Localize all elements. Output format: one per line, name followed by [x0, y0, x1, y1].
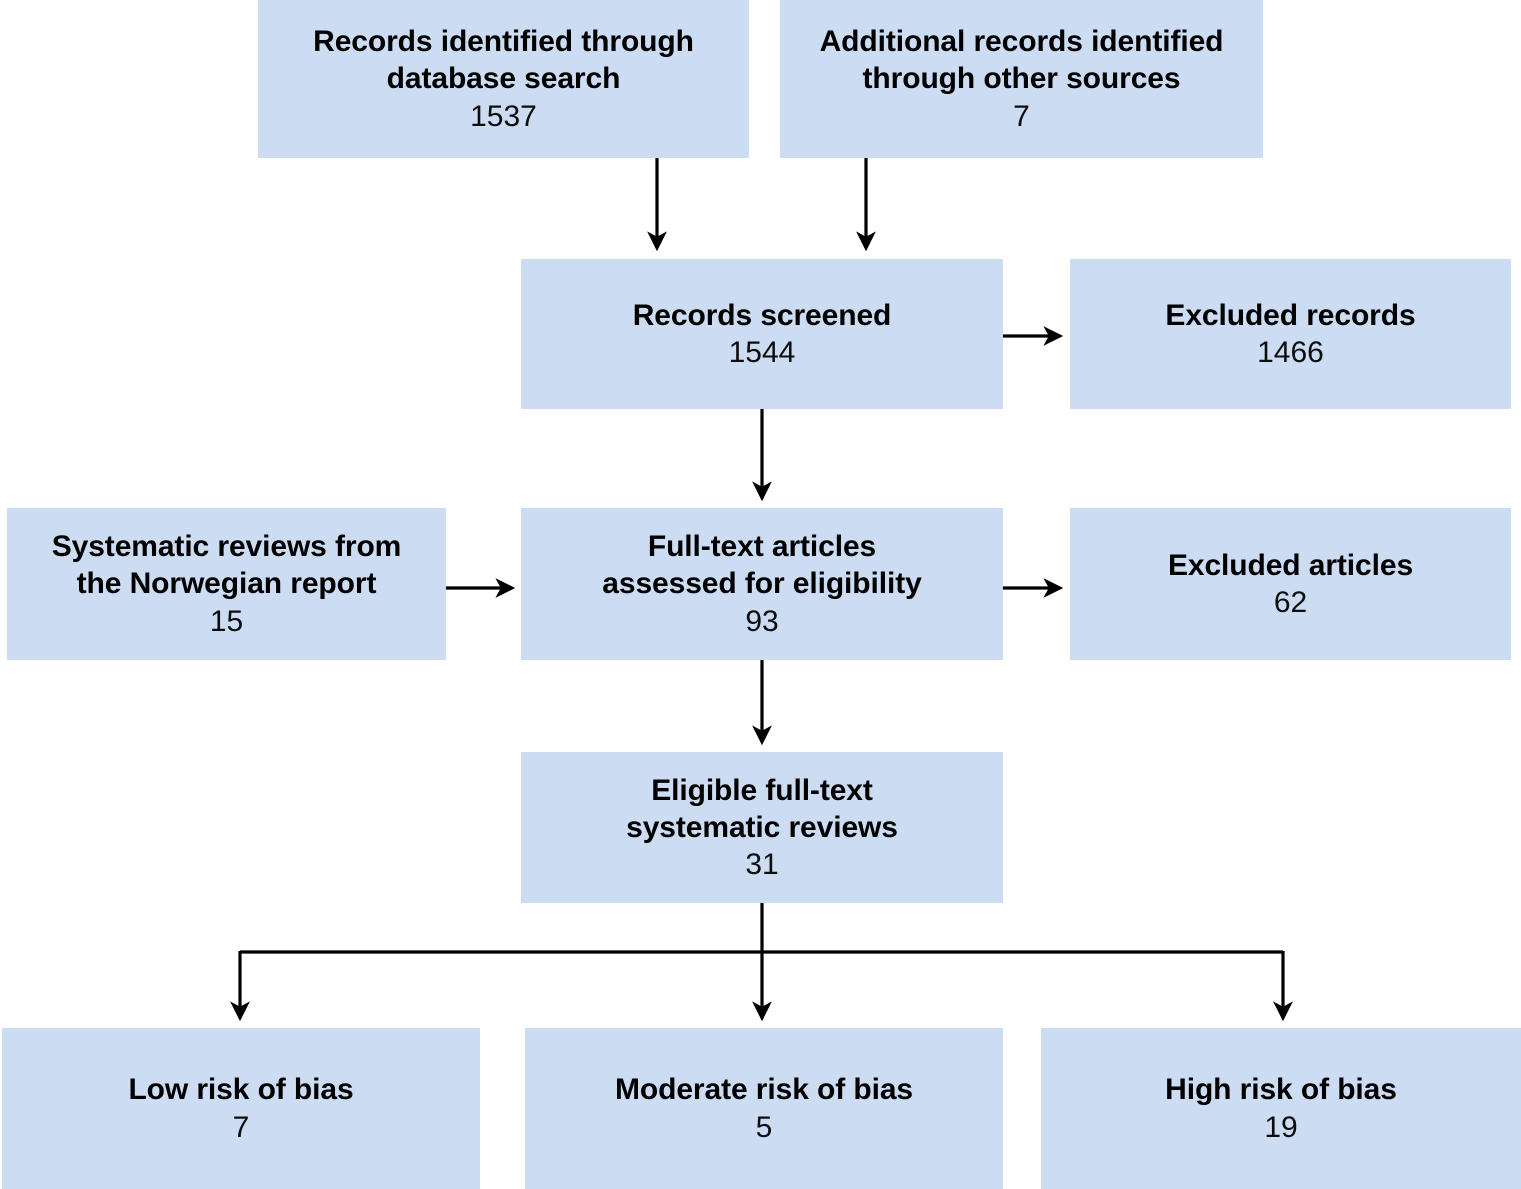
node-count: 7 [232, 1110, 250, 1144]
connector-eligible-reviews-branch-bus [240, 903, 1283, 954]
node-records-screened: Records screened 1544 [521, 259, 1003, 409]
node-count: 15 [209, 604, 244, 638]
node-excluded-articles: Excluded articles 62 [1070, 508, 1511, 660]
node-label: Records screened [632, 298, 892, 332]
node-count: 5 [755, 1110, 773, 1144]
node-count: 1466 [1257, 336, 1324, 369]
node-count: 7 [1013, 99, 1030, 133]
node-high-risk-of-bias: High risk of bias 19 [1041, 1028, 1521, 1189]
node-label: Excluded articles [1167, 548, 1414, 582]
node-records-identified-database-search: Records identified through database sear… [258, 0, 749, 158]
node-excluded-records: Excluded records 1466 [1070, 259, 1511, 409]
node-count: 93 [745, 604, 779, 638]
node-systematic-reviews-norwegian-report: Systematic reviews from the Norwegian re… [7, 508, 446, 660]
node-label: Full-text articles assessed for eligibil… [602, 530, 922, 601]
node-label: High risk of bias [1165, 1073, 1397, 1107]
node-fulltext-articles-assessed-eligibility: Full-text articles assessed for eligibil… [521, 508, 1003, 660]
node-low-risk-of-bias: Low risk of bias 7 [2, 1028, 480, 1189]
node-moderate-risk-of-bias: Moderate risk of bias 5 [525, 1028, 1003, 1189]
node-count: 19 [1264, 1110, 1298, 1144]
node-label: Low risk of bias [128, 1073, 354, 1107]
node-label: Excluded records [1165, 298, 1416, 332]
node-count: 1537 [470, 99, 537, 133]
node-label: Systematic reviews from the Norwegian re… [51, 530, 402, 601]
node-label: Eligible full-text systematic reviews [626, 773, 898, 844]
node-label: Moderate risk of bias [615, 1073, 913, 1107]
node-count: 1544 [728, 336, 796, 369]
node-count: 62 [1273, 586, 1308, 619]
node-count: 31 [745, 848, 779, 882]
node-label: Additional records identified through ot… [819, 25, 1224, 96]
node-label: Records identified through database sear… [313, 25, 694, 96]
node-eligible-fulltext-systematic-reviews: Eligible full-text systematic reviews 31 [521, 752, 1003, 903]
node-additional-records-other-sources: Additional records identified through ot… [780, 0, 1263, 158]
